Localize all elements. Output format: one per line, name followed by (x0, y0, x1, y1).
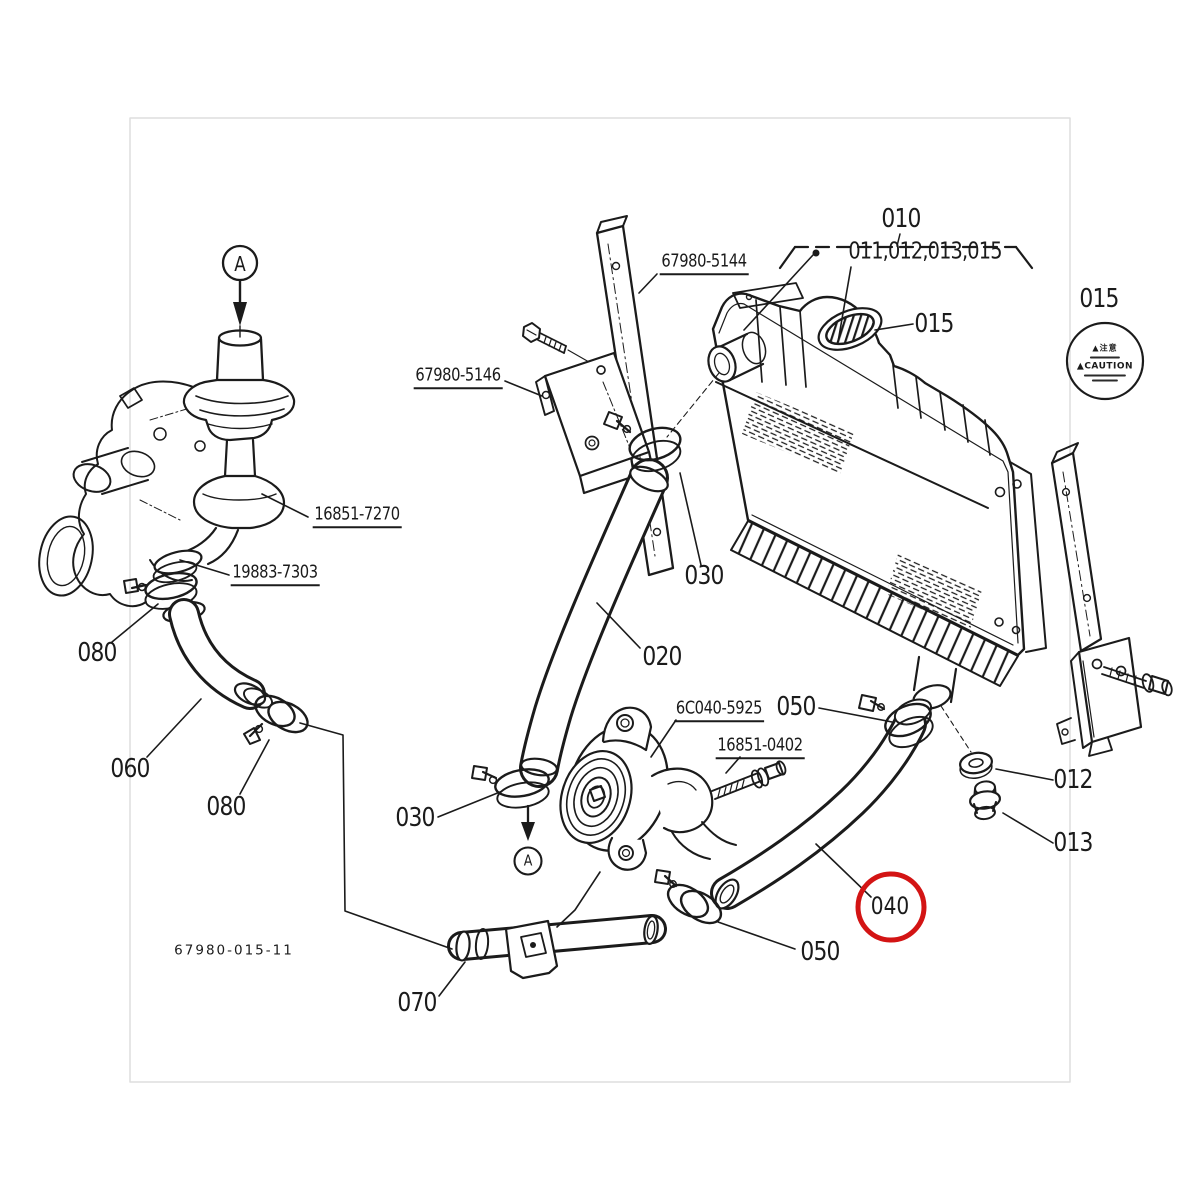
callout-030-b: 030 (395, 803, 435, 833)
water-pump (559, 706, 737, 871)
highlight-circle-040 (855, 871, 927, 943)
clamp-050-a (858, 694, 934, 749)
view-marker-a-top (221, 244, 259, 338)
callout-013: 013 (1053, 828, 1093, 858)
caution-decal: ▲注意 ▲CAUTION (1077, 343, 1133, 382)
part-number-6c040-5925: 6C040-5925 (674, 700, 764, 722)
callout-group-members: 011,012,013,015 (848, 238, 1002, 265)
thermostat-housing (152, 329, 296, 584)
engine-block-sketch (38, 380, 206, 608)
part-number-16851-0402: 16851-0402 (715, 737, 805, 759)
bolt-16851-0402 (711, 760, 787, 800)
outlet-port (912, 655, 958, 710)
drain-plug-013 (968, 780, 1002, 821)
view-marker-a-mid-letter: A (523, 851, 533, 870)
callout-080-b: 080 (206, 792, 246, 822)
view-marker-a-top-letter: A (234, 252, 246, 276)
tank-ribs (755, 299, 991, 456)
caution-decal-fine-print (1083, 374, 1126, 377)
gasket-19883-7303 (152, 560, 198, 584)
callout-015-decal: 015 (1079, 284, 1119, 314)
callout-050-a: 050 (776, 692, 816, 722)
caution-decal-fine-print (1089, 356, 1120, 359)
part-number-19883-7303: 19883-7303 (230, 564, 320, 586)
part-number-67980-5144: 67980-5144 (659, 253, 749, 275)
view-marker-a-mid (513, 804, 543, 876)
drain-washer-012 (940, 705, 993, 779)
callout-012: 012 (1053, 765, 1093, 795)
callout-070: 070 (397, 988, 437, 1018)
callout-020: 020 (642, 642, 682, 672)
caution-decal-en: ▲CAUTION (1076, 361, 1134, 372)
bracket-right (1050, 442, 1173, 757)
hose-020 (519, 458, 669, 788)
clamp-030-b (471, 765, 550, 809)
part-number-16851-7270: 16851-7270 (312, 506, 402, 528)
group-010-bracket (778, 233, 1034, 270)
caution-decal-circle (1065, 321, 1145, 401)
radiator (666, 282, 1047, 710)
callout-080-a: 080 (77, 638, 117, 668)
pipe-bracket-tab (504, 919, 559, 980)
callout-015-cap: 015 (914, 309, 954, 339)
inlet-port (666, 331, 767, 438)
leader-lines (111, 254, 1054, 997)
pipe-070 (447, 914, 667, 980)
callout-050-b: 050 (800, 937, 840, 967)
hose-040 (710, 698, 933, 910)
caution-decal-fine-print (1091, 379, 1118, 382)
lower-tank-louvers (730, 520, 1019, 687)
callout-040-highlighted: 040 (870, 892, 910, 920)
callout-060: 060 (110, 754, 150, 784)
part-number-67980-5146: 67980-5146 (413, 367, 503, 389)
drawing-number: 67980-015-11 (174, 942, 294, 959)
hose-060 (162, 598, 273, 710)
core-mesh-patch (742, 392, 854, 474)
clamp-080-b (243, 694, 309, 745)
stay-67980-5146 (522, 322, 655, 495)
callout-030-a: 030 (684, 561, 724, 591)
caution-decal-jp: ▲注意 (1092, 343, 1118, 353)
callout-group-010: 010 (881, 204, 921, 234)
core-mesh-patch (886, 554, 982, 630)
clamp-050-b (654, 869, 723, 925)
bracket-bolt (1101, 666, 1173, 697)
page-edge (129, 117, 1071, 1083)
clamp-030-a (603, 411, 682, 473)
